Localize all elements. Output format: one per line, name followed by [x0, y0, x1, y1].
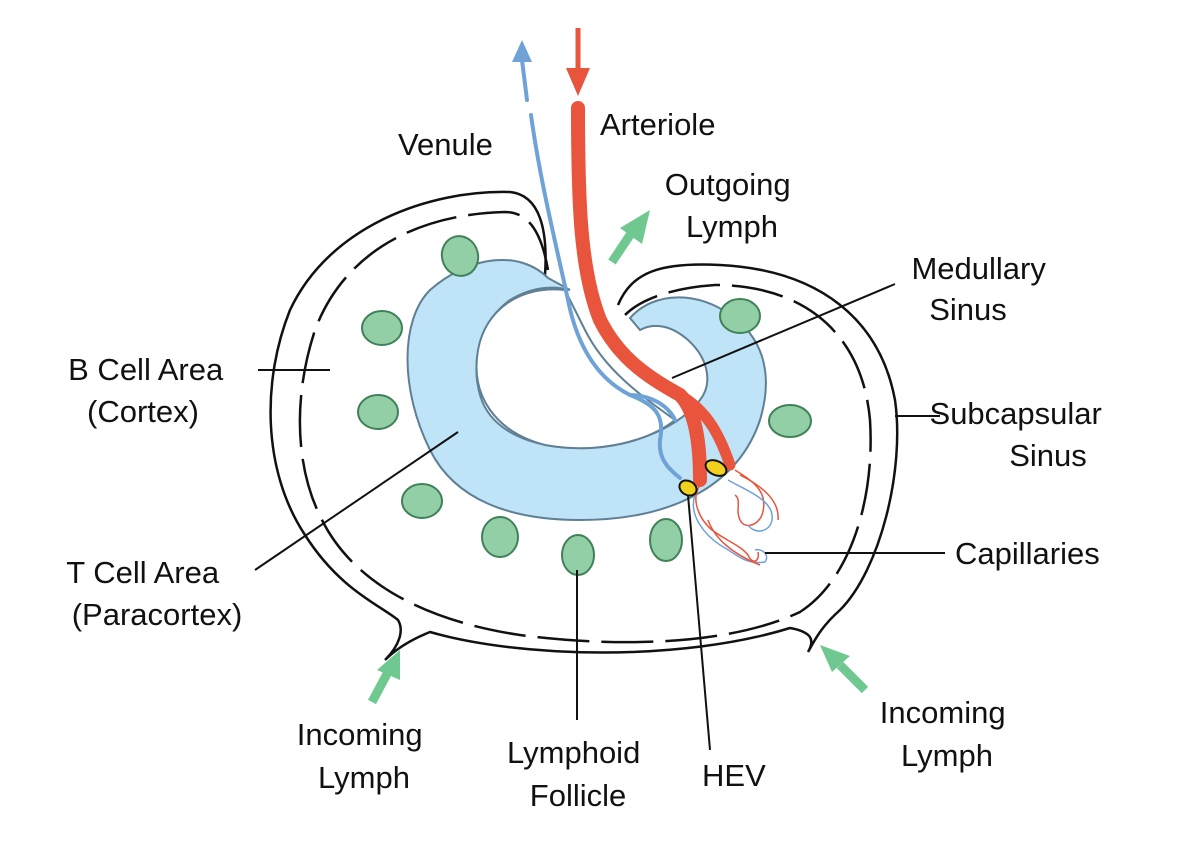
incoming-lymph-left-arrow — [368, 650, 400, 705]
follicle — [768, 404, 812, 438]
label-venule: Venule — [398, 127, 493, 162]
arteriole — [571, 101, 736, 487]
follicle — [481, 516, 519, 558]
label-capillaries: Capillaries — [955, 536, 1100, 571]
label-incoming-lymph-right: Incoming Lymph — [880, 695, 1014, 773]
follicle — [357, 394, 399, 430]
outgoing-lymph-arrow — [608, 210, 650, 265]
capsule-outline — [269, 190, 899, 661]
follicle — [649, 518, 683, 562]
venule-arrowhead — [512, 40, 532, 62]
hev-markers — [678, 459, 728, 497]
arteriole-arrowhead — [566, 68, 590, 96]
follicle — [440, 235, 480, 277]
paracortex-region — [406, 258, 767, 522]
follicle — [719, 298, 761, 334]
venule — [520, 58, 682, 480]
hev-marker — [704, 459, 728, 477]
follicle — [561, 534, 595, 576]
follicle — [401, 483, 443, 519]
paracortex-inner-hole — [475, 288, 677, 450]
subcapsular-sinus-line — [298, 210, 872, 644]
hev-marker — [678, 479, 698, 497]
lymph-arrows — [368, 210, 869, 705]
label-outgoing-lymph: Outgoing Lymph — [665, 167, 799, 244]
label-b-cell-area: B Cell Area (Cortex) — [68, 352, 232, 429]
lymphoid-follicles — [357, 235, 812, 576]
follicle — [361, 310, 403, 346]
label-lymphoid-follicle: Lymphoid Follicle — [507, 735, 649, 813]
label-arteriole: Arteriole — [600, 107, 715, 142]
label-medullary-sinus: Medullary Sinus — [911, 251, 1054, 327]
leader-lines — [254, 283, 945, 751]
label-hev: HEV — [702, 758, 766, 793]
capillaries — [692, 469, 779, 566]
label-t-cell-area: T Cell Area (Paracortex) — [66, 555, 242, 632]
label-incoming-lymph-left: Incoming Lymph — [297, 717, 431, 795]
label-subcapsular-sinus: Subcapsular Sinus — [930, 396, 1111, 473]
incoming-lymph-right-arrow — [820, 645, 869, 694]
